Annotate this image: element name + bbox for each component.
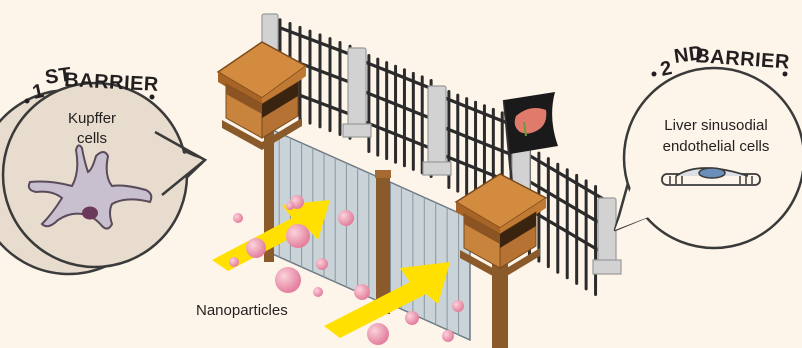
barrier1-cell-label-line1: Kupffer — [68, 110, 116, 127]
nanoparticle — [286, 224, 310, 248]
nanoparticle — [313, 287, 323, 297]
barrier2-cell-label-line2: endothelial cells — [663, 138, 770, 155]
barrier1-cell-label-line2: cells — [77, 130, 107, 147]
nanoparticle — [452, 300, 464, 312]
nanoparticle — [405, 311, 419, 325]
nanoparticles-label: Nanoparticles — [196, 302, 288, 319]
nanoparticle — [338, 210, 354, 226]
barrier1-bubble: Kupffer cells — [0, 83, 205, 274]
nanoparticle — [275, 267, 301, 293]
nanoparticle — [233, 213, 243, 223]
nanoparticle — [354, 284, 370, 300]
nanoparticle — [286, 202, 294, 210]
nanoparticle — [229, 257, 239, 267]
barrier2-number: 2 — [658, 57, 674, 81]
barrier2-bubble: Liver sinusodial endothelial cells — [615, 68, 802, 248]
watchtower-1 — [218, 42, 306, 150]
nanoparticle — [367, 323, 389, 345]
nanoparticle — [442, 330, 454, 342]
nanoparticle — [316, 258, 328, 270]
nanoparticle — [246, 238, 266, 258]
barrier2-cell-label-line1: Liver sinusodial — [664, 117, 767, 134]
